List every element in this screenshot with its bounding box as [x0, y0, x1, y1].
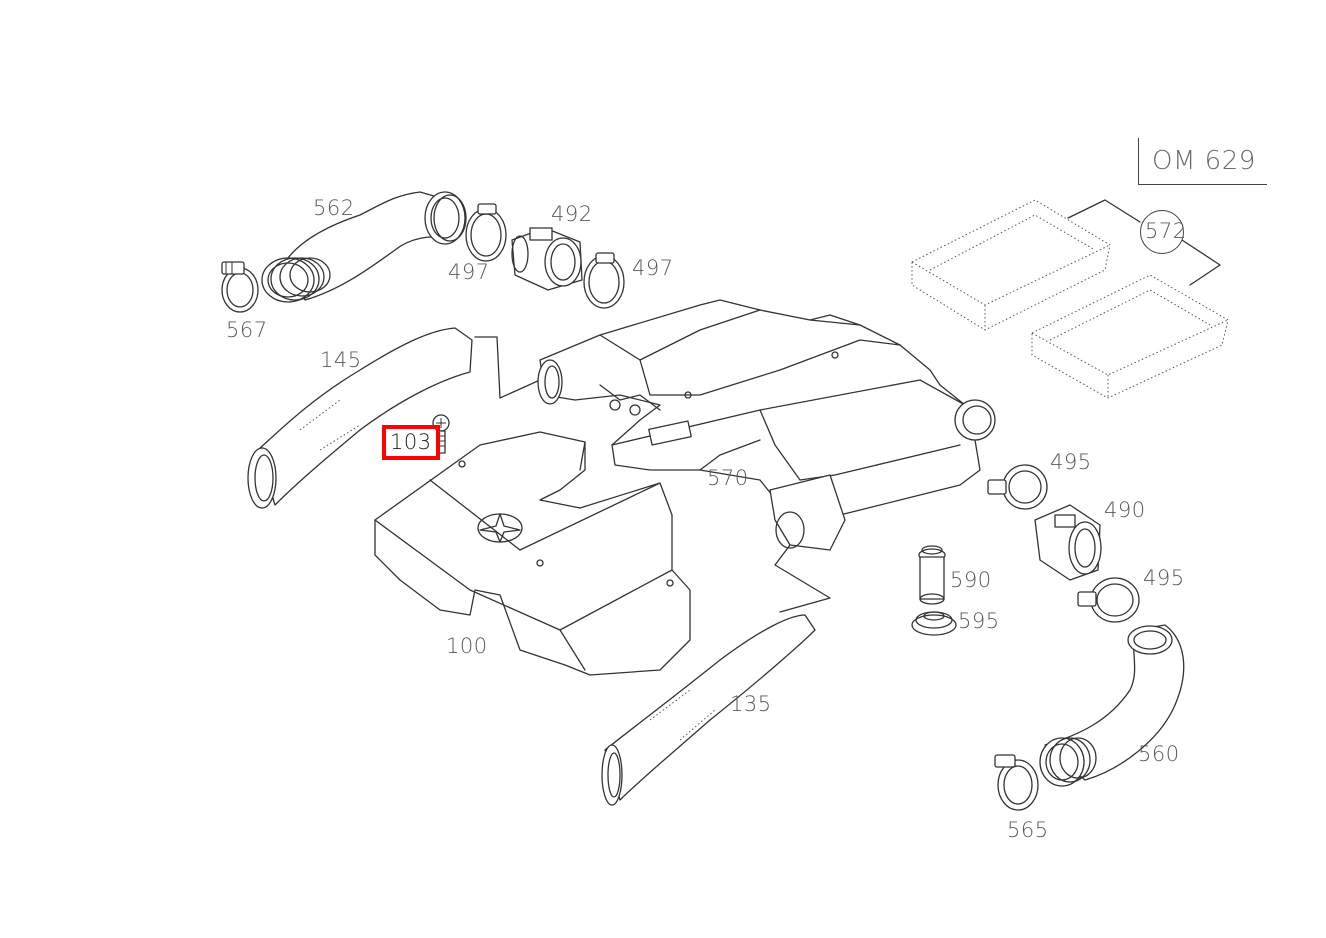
part-label-495-lower[interactable]: 495	[1143, 566, 1185, 590]
part-label-100[interactable]: 100	[446, 634, 488, 658]
clamp-495-lower-drawing[interactable]	[1077, 577, 1140, 623]
hose-562-drawing[interactable]	[261, 191, 467, 303]
clamp-497-left-drawing[interactable]	[465, 203, 507, 262]
air-filter-housing-570-drawing[interactable]	[537, 299, 996, 613]
part-label-135[interactable]: 135	[730, 692, 772, 716]
duct-135-drawing[interactable]	[601, 614, 816, 806]
part-label-497-left[interactable]: 497	[448, 260, 490, 284]
engine-code-label: OM 629	[1152, 146, 1256, 176]
part-label-595[interactable]: 595	[958, 609, 1000, 633]
engine-cover-100-drawing[interactable]	[374, 431, 691, 676]
part-label-497-right[interactable]: 497	[632, 256, 674, 280]
part-label-145[interactable]: 145	[320, 348, 362, 372]
clamp-495-upper-drawing[interactable]	[987, 464, 1048, 510]
part-label-590[interactable]: 590	[950, 568, 992, 592]
sensor-492-drawing[interactable]	[511, 227, 583, 291]
filter-element-572-drawing[interactable]	[911, 199, 1229, 399]
part-label-565[interactable]: 565	[1007, 818, 1049, 842]
part-label-570[interactable]: 570	[707, 466, 749, 490]
part-label-103-highlighted[interactable]: 103	[382, 425, 440, 460]
clamp-497-right-drawing[interactable]	[583, 252, 625, 309]
part-label-562[interactable]: 562	[313, 196, 355, 220]
engine-code-frame	[1138, 138, 1267, 185]
part-label-560[interactable]: 560	[1138, 742, 1180, 766]
part-label-572[interactable]: 572	[1145, 219, 1187, 243]
part-label-490[interactable]: 490	[1104, 498, 1146, 522]
sensor-490-drawing[interactable]	[1034, 504, 1102, 581]
part-label-492[interactable]: 492	[551, 202, 593, 226]
duct-145-drawing[interactable]	[247, 327, 541, 509]
hose-560-drawing[interactable]	[1039, 624, 1185, 787]
part-595-drawing[interactable]	[911, 611, 957, 636]
part-590-drawing[interactable]	[918, 545, 946, 605]
part-label-495-upper[interactable]: 495	[1050, 450, 1092, 474]
part-label-567[interactable]: 567	[226, 318, 268, 342]
clamp-567-drawing[interactable]	[221, 261, 259, 313]
clamp-565-drawing[interactable]	[994, 754, 1039, 811]
callout-circle-572	[1140, 210, 1184, 254]
